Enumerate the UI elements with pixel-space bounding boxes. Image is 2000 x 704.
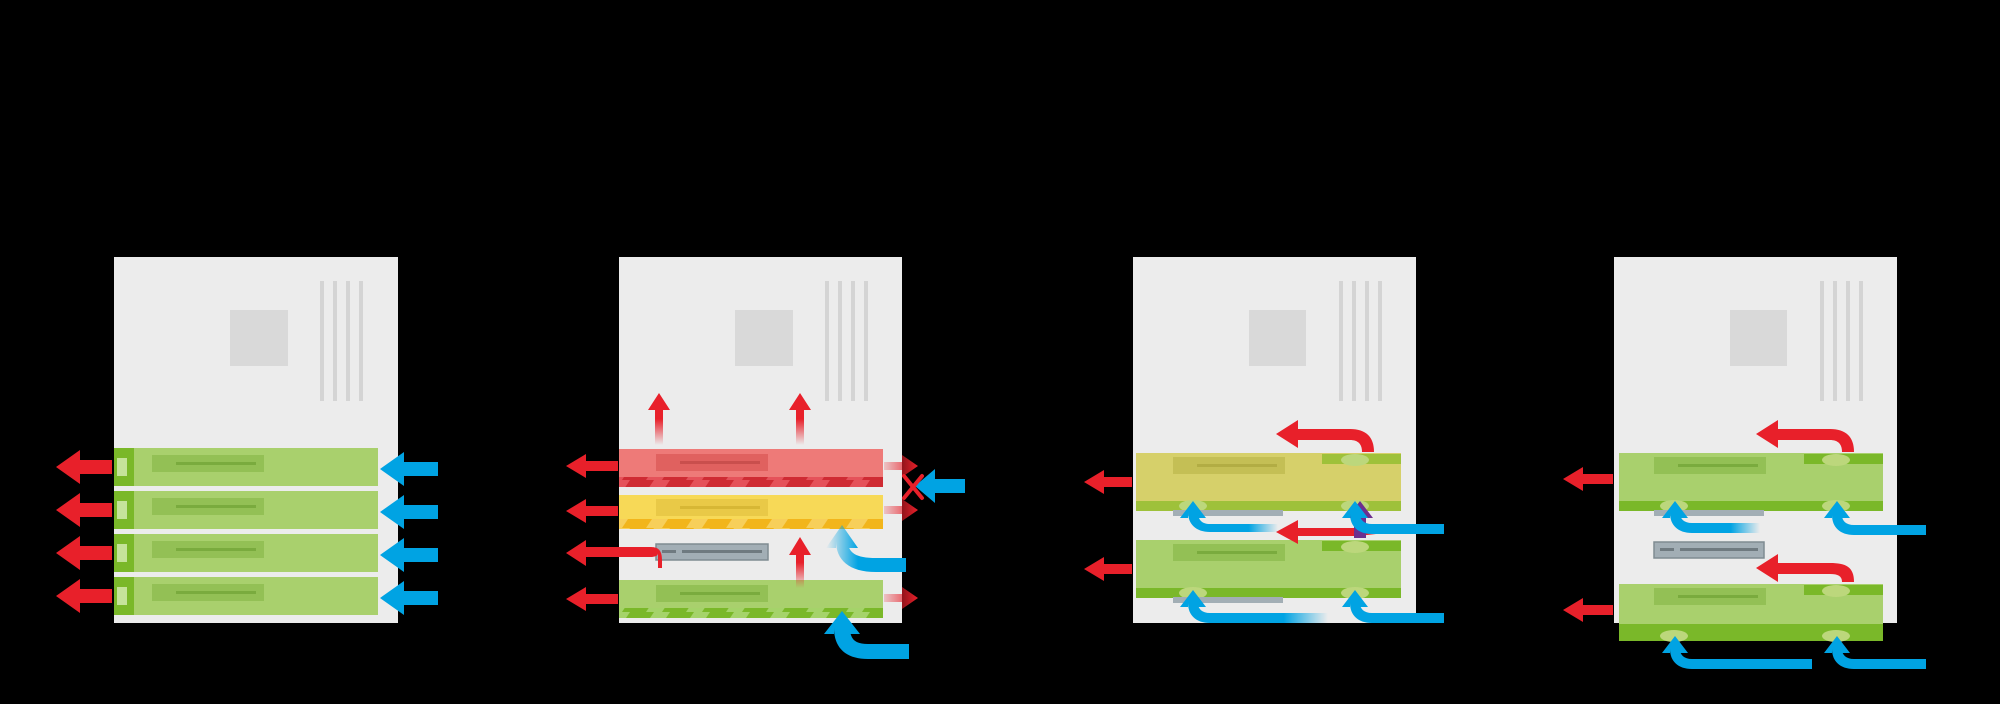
empty-pcie-slot	[1654, 510, 1764, 516]
arrow-cool-icon	[380, 581, 438, 615]
arrow-hot-icon	[566, 540, 662, 568]
arrow-cool-icon	[1342, 590, 1444, 623]
arrow-cool-icon	[915, 469, 965, 503]
ram-slots	[825, 281, 868, 401]
gpu-card-warm	[1136, 453, 1401, 512]
arrow-hot-icon	[789, 537, 811, 588]
blocked-x-icon	[902, 474, 924, 500]
ram-slots	[1339, 281, 1382, 401]
arrow-hot-icon	[1084, 470, 1132, 494]
ram-slots	[320, 281, 363, 401]
arrow-cool-icon	[380, 495, 438, 529]
cpu-socket	[1249, 310, 1306, 366]
arrow-hot-icon	[566, 499, 618, 523]
arrow-hot-icon	[56, 450, 112, 484]
empty-pcie-slot	[1173, 510, 1283, 516]
arrow-cool-icon	[1662, 501, 1760, 533]
gpu-card	[1136, 540, 1401, 599]
arrow-cool-icon	[826, 525, 906, 572]
panel-3	[1084, 257, 1444, 623]
arrow-hot-icon	[1563, 598, 1613, 622]
arrow-hot-icon	[648, 393, 670, 445]
gpu-card	[1619, 584, 1883, 642]
panel-4	[1563, 257, 1926, 669]
gpu-card	[114, 448, 378, 486]
arrow-cool-icon	[380, 538, 438, 572]
arrow-cool-icon	[380, 452, 438, 486]
arrow-cool-icon	[1180, 501, 1278, 532]
empty-pcie-slot	[1173, 597, 1283, 603]
empty-pcie-slot	[655, 543, 769, 561]
arrow-cool-icon	[1824, 501, 1926, 535]
arrow-hot-icon	[884, 587, 918, 609]
gpu-card	[1619, 453, 1883, 512]
arrow-cool-icon	[1180, 590, 1328, 623]
arrow-cool-icon	[1824, 636, 1926, 669]
arrow-hot-icon	[56, 536, 112, 570]
empty-pcie-slot	[1653, 541, 1765, 559]
gpu-card	[619, 580, 883, 618]
arrow-hot-icon	[56, 579, 112, 613]
arrow-hot-icon	[1084, 557, 1132, 581]
panel-2	[566, 257, 965, 659]
gpu-card-warm	[619, 495, 883, 529]
gpu-card	[114, 491, 378, 529]
arrow-cool-icon	[1342, 501, 1444, 534]
arrow-hot-icon	[1756, 420, 1854, 452]
arrow-cool-icon	[824, 611, 909, 659]
arrow-hot-icon	[1276, 420, 1374, 452]
gpu-card	[114, 534, 378, 572]
cpu-socket	[1730, 310, 1787, 366]
gpu-card	[114, 577, 378, 615]
arrow-hot-icon	[566, 587, 618, 611]
ram-slots	[1820, 281, 1863, 401]
arrow-hot-icon	[1756, 554, 1854, 582]
cpu-socket	[230, 310, 288, 366]
arrow-hot-icon	[1276, 520, 1376, 544]
gpu-card-overheating	[619, 449, 883, 487]
cpu-socket	[735, 310, 793, 366]
arrow-hot-icon	[884, 499, 918, 521]
arrow-hot-icon	[1563, 467, 1613, 491]
arrow-hot-icon	[56, 493, 112, 527]
panel-1	[56, 257, 438, 623]
arrow-hot-icon	[884, 455, 918, 477]
arrow-cool-icon	[1662, 636, 1812, 669]
arrow-hot-icon	[566, 454, 618, 478]
arrow-hot-icon	[789, 393, 811, 445]
